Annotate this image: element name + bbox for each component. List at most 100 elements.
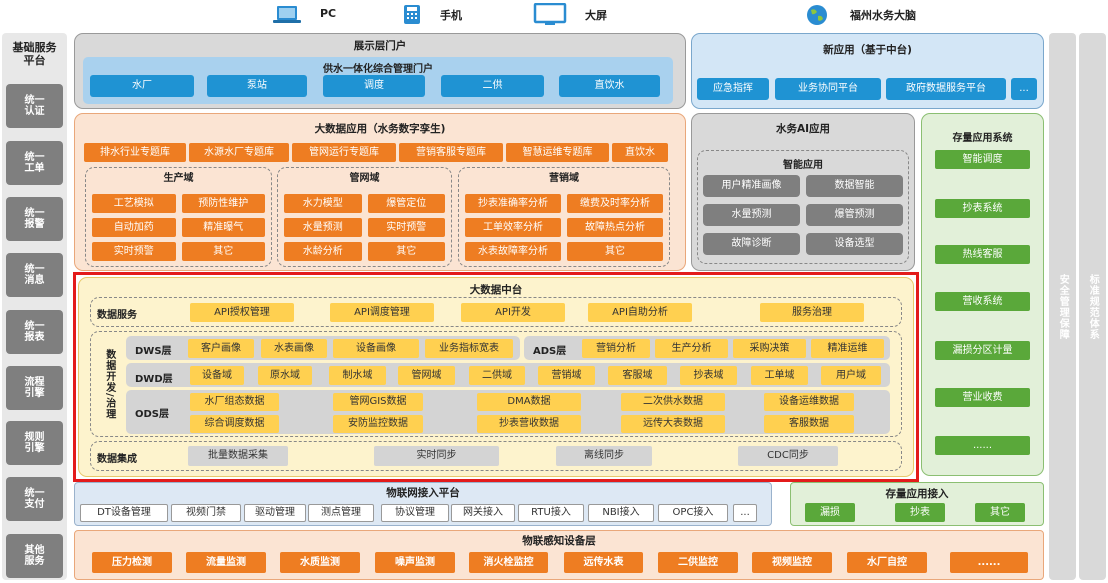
security-column: 安全管理保障 [1049, 33, 1076, 580]
service-item: API授权管理 [190, 303, 294, 322]
ods-item: 综合调度数据 [190, 415, 279, 433]
iot-title: 物联网接入平台 [386, 487, 460, 499]
ods-item: 抄表营收数据 [477, 415, 581, 433]
ods-item: 管网GIS数据 [333, 393, 423, 411]
legacy-item: 营收系统 [935, 292, 1030, 311]
ods-item: 设备运维数据 [764, 393, 854, 411]
dws-item: 水表画像 [261, 339, 327, 358]
dwd-item: 管网域 [398, 366, 455, 385]
left-item: 流程 引擎 [6, 366, 63, 410]
newapp-item: 政府数据服务平台 [886, 78, 1006, 100]
dws-item: 业务指标宽表 [425, 339, 513, 358]
integration-item: 实时同步 [374, 446, 499, 466]
domain-item: 精准曝气 [181, 218, 265, 237]
standard-column: 标准规范体系 [1079, 33, 1106, 580]
dwd-item: 抄表域 [680, 366, 737, 385]
ai-item: 用户精准画像 [703, 175, 800, 197]
iot-item: 测点管理 [308, 504, 374, 522]
ods-label: ODS层 [135, 409, 170, 420]
iot-item: 视频门禁 [171, 504, 241, 522]
monitor-icon [533, 2, 567, 26]
topic-item: 排水行业专题库 [84, 143, 186, 162]
domain-panel [458, 167, 670, 267]
dwd-item: 客服域 [608, 366, 667, 385]
iot-item: 协议管理 [381, 504, 449, 522]
domain-item: 其它 [367, 242, 445, 261]
header-label-pc: PC [320, 7, 337, 20]
laptop-icon [272, 5, 302, 24]
dwd-item: 营销域 [538, 366, 595, 385]
legacy-access-item: 其它 [975, 503, 1025, 522]
left-item: 其他 服务 [6, 534, 63, 578]
topic-item: 智慧运维专题库 [506, 143, 609, 162]
portal-item: 泵站 [207, 75, 307, 97]
domain-item: 抄表准确率分析 [465, 194, 561, 213]
portal-item: 二供 [441, 75, 544, 97]
ads-item: 营销分析 [582, 339, 650, 358]
portal-item: 调度 [323, 75, 425, 97]
dws-item: 客户画像 [188, 339, 254, 358]
domain-item: 缴费及时率分析 [567, 194, 663, 213]
sensing-item: 二供监控 [658, 552, 738, 573]
sensing-item: 视频监控 [752, 552, 832, 573]
domain-item: 水力模型 [284, 194, 362, 213]
ods-item: 二次供水数据 [621, 393, 725, 411]
domain-item: 水表故障率分析 [465, 242, 561, 261]
middle-highlight [73, 272, 919, 482]
legacy-access-item: 抄表 [895, 503, 945, 522]
legacy-item: 漏损分区计量 [935, 341, 1030, 360]
dwd-item: 二供域 [469, 366, 525, 385]
globe-icon [805, 3, 829, 27]
left-item: 统一 报警 [6, 197, 63, 241]
portal-title: 展示层门户 [353, 40, 407, 52]
iot-item: DT设备管理 [80, 504, 168, 522]
domain-item: 水量预测 [284, 218, 362, 237]
domain-title: 管网域 [349, 173, 380, 185]
dws-item: 设备画像 [333, 339, 419, 358]
ods-item: 水厂组态数据 [190, 393, 279, 411]
left-title: 基础服务 平台 [12, 41, 57, 67]
domain-item: 实时预警 [92, 242, 176, 261]
ai-subtitle: 智能应用 [783, 160, 823, 171]
sensing-item: 水质监测 [280, 552, 360, 573]
left-item: 统一 认证 [6, 84, 63, 128]
sensing-item: 噪声监测 [375, 552, 455, 573]
portal-item: 直饮水 [559, 75, 660, 97]
header-bar: PC 手机 大屏 福州水务大脑 [0, 0, 1108, 30]
dwd-label: DWD层 [135, 374, 173, 385]
domain-title: 生产域 [163, 173, 194, 185]
middle-title: 大数据中台 [469, 284, 523, 296]
legacy-item: 抄表系统 [935, 199, 1030, 218]
bigdata-app-title: 大数据应用（水务数字孪生) [314, 123, 446, 135]
domain-item: 实时预警 [367, 218, 445, 237]
left-item: 统一 工单 [6, 141, 63, 185]
service-row [90, 297, 902, 327]
newapp-title: 新应用（基于中台) [823, 44, 912, 56]
security-label: 安全管理保障 [1057, 273, 1069, 340]
service-item: API调度管理 [330, 303, 434, 322]
domain-item: 自动加药 [92, 218, 176, 237]
topic-item: 水源水厂专题库 [189, 143, 289, 162]
legacy-item: 营业收费 [935, 388, 1030, 407]
devgov-area [90, 331, 902, 437]
portal-subtitle: 供水一体化综合管理门户 [323, 64, 433, 75]
domain-panel [85, 167, 272, 267]
sensing-item: 消火栓监控 [469, 552, 548, 573]
ads-item: 生产分析 [655, 339, 728, 358]
newapp-item: 业务协同平台 [775, 78, 881, 100]
header-label-screen: 大屏 [585, 9, 607, 22]
sensing-item: ...... [950, 552, 1028, 573]
sensing-item: 水厂自控 [847, 552, 927, 573]
ai-item: 数据智能 [806, 175, 903, 197]
ads-item: 采购决策 [733, 339, 806, 358]
dwd-item: 制水域 [329, 366, 386, 385]
domain-panel [277, 167, 452, 267]
domain-item: 其它 [567, 242, 663, 261]
newapp-item: ... [1011, 78, 1037, 100]
ai-item: 水量预测 [703, 204, 800, 226]
legacy-item: 智能调度 [935, 150, 1030, 169]
domain-item: 水龄分析 [284, 242, 362, 261]
legacy-access-item: 漏损 [805, 503, 855, 522]
dwd-item: 用户域 [821, 366, 881, 385]
dwd-item: 工单域 [751, 366, 808, 385]
